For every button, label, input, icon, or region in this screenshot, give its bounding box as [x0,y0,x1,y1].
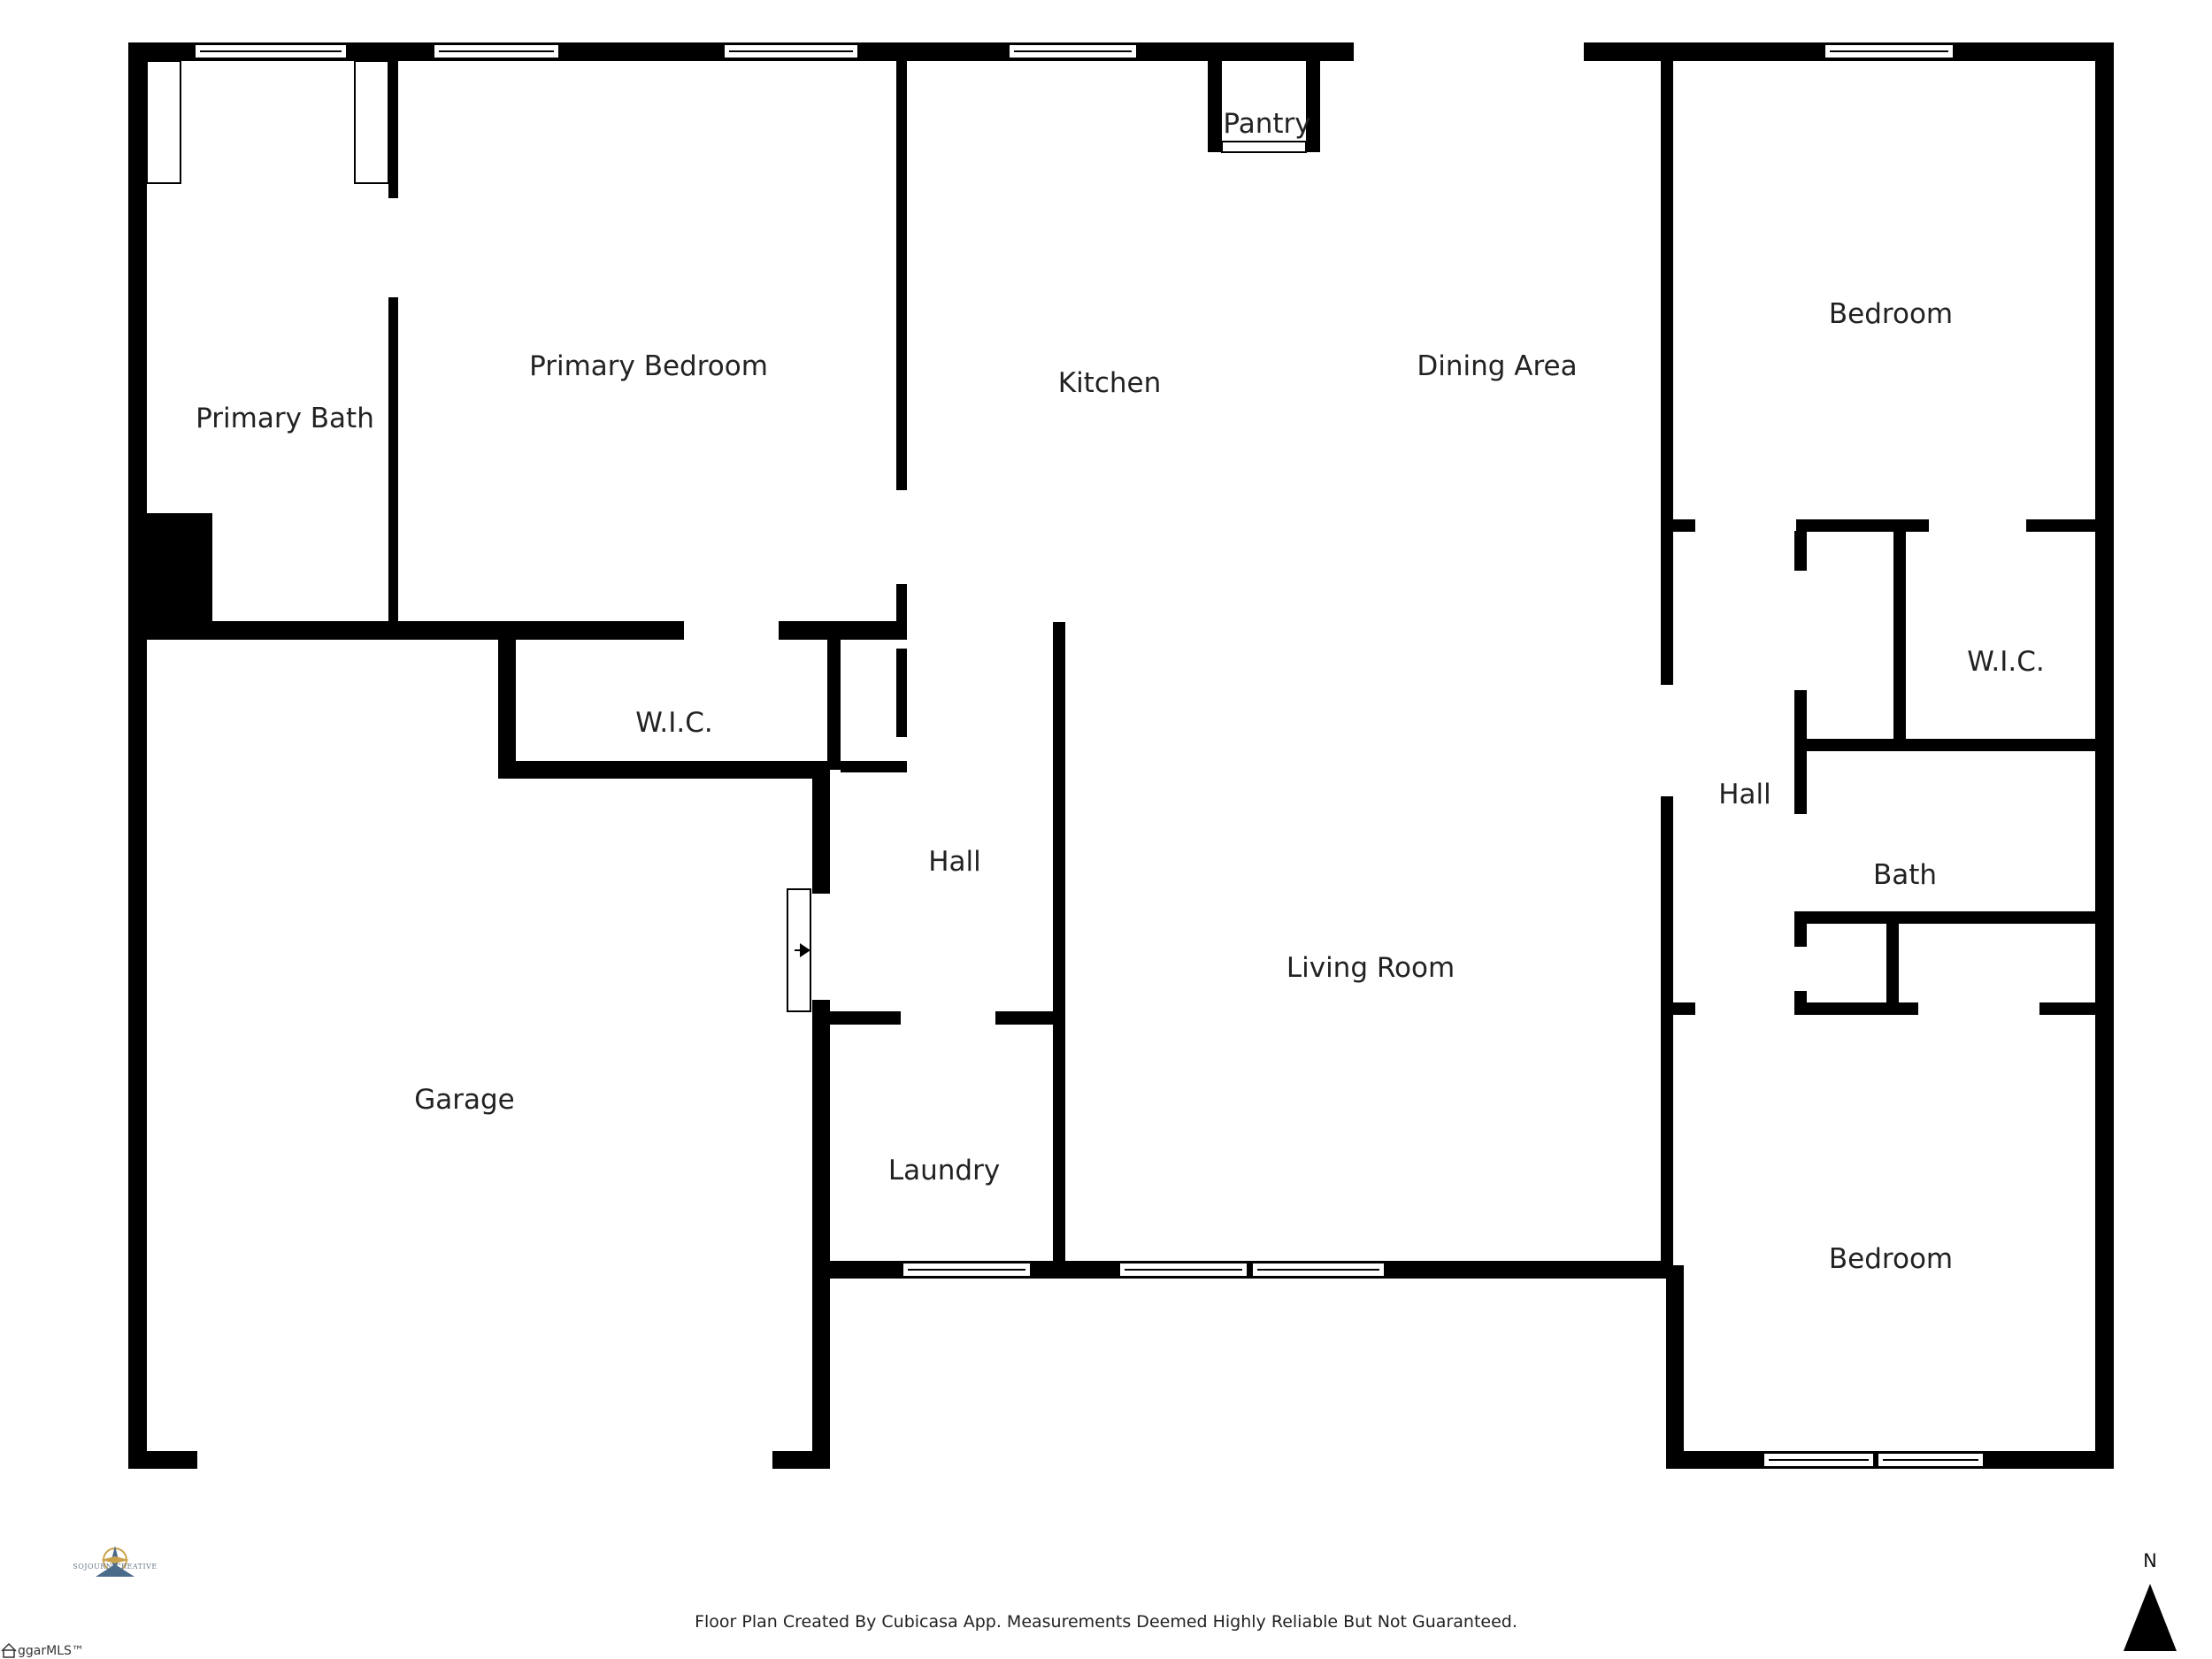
logo-text: SOJOURN CREATIVE [73,1563,157,1571]
room-label-garage: Garage [414,1084,515,1116]
north-arrow-icon [2124,1584,2177,1651]
room-labels: Primary Bath Primary Bedroom Kitchen Pan… [196,108,2045,1275]
windows [194,43,1985,1468]
mls-watermark: ggarMLS™ [18,1644,84,1658]
door-arrow-icon [795,943,810,957]
room-label-hall-west: Hall [928,846,981,878]
room-label-laundry: Laundry [888,1155,1000,1187]
room-label-kitchen: Kitchen [1058,367,1162,399]
room-label-wic-primary: W.I.C. [635,707,712,739]
room-label-bedroom-south: Bedroom [1829,1243,1953,1275]
room-label-hall-east: Hall [1718,779,1771,810]
room-label-living-room: Living Room [1286,952,1455,984]
compass-logo-icon [96,1546,134,1577]
fixtures [146,60,1307,1012]
room-label-bedroom-north: Bedroom [1829,298,1953,330]
walls [128,42,2114,1469]
footer-caption: Floor Plan Created By Cubicasa App. Meas… [695,1612,1517,1632]
room-label-pantry: Pantry [1223,108,1310,140]
north-label: N [2143,1550,2157,1571]
mls-house-icon [1,1642,17,1658]
room-label-dining-area: Dining Area [1417,350,1577,382]
room-label-primary-bedroom: Primary Bedroom [529,350,768,382]
room-label-bath: Bath [1873,859,1937,891]
room-label-primary-bath: Primary Bath [196,403,374,434]
room-label-wic-east: W.I.C. [1967,646,2044,678]
